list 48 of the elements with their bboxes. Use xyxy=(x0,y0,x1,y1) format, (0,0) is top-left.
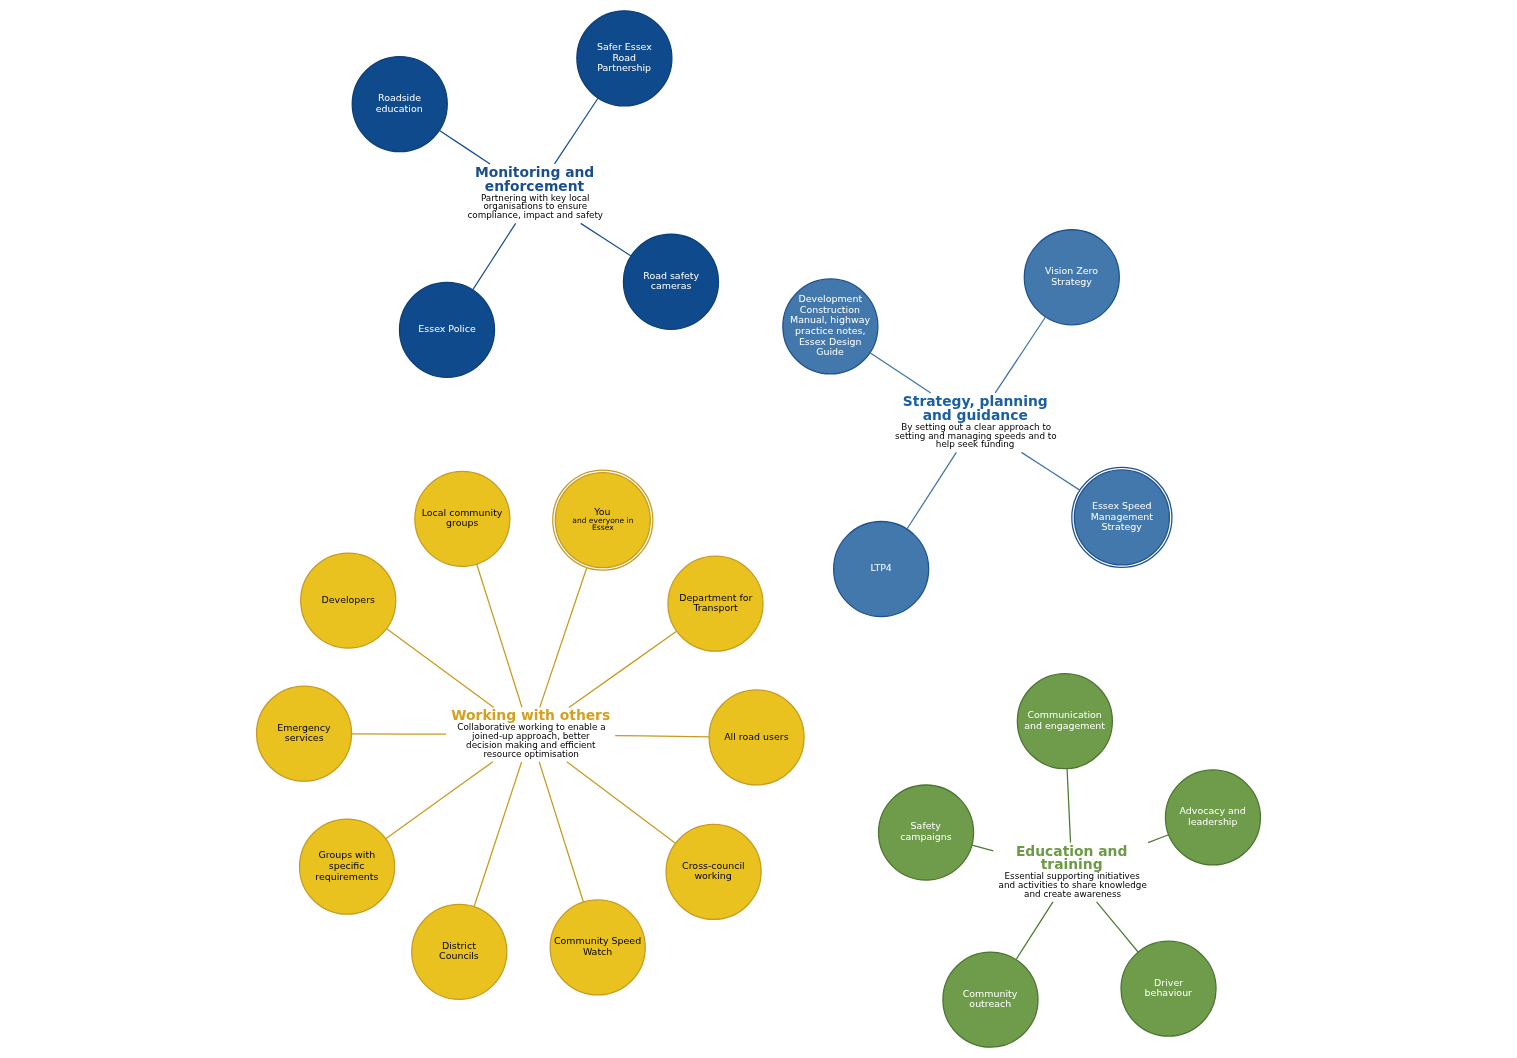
connector xyxy=(473,761,523,908)
node-text: Education and training Essential supporting initiatives and activities to share knowledge and create awareness xyxy=(998,842,1147,899)
connector xyxy=(1020,451,1081,491)
node-circle: Roadside education xyxy=(351,55,448,153)
node-circle: Local community groups xyxy=(414,470,511,567)
connector xyxy=(476,563,523,708)
connector xyxy=(1095,901,1139,953)
node-circle: Cross-council working xyxy=(665,823,762,920)
connector xyxy=(614,735,710,738)
node-circle: Safety campaigns xyxy=(877,784,975,881)
node-circle: Groups with specific requirements xyxy=(298,818,396,915)
connector xyxy=(1066,768,1072,844)
node-text: Strategy, planning and guidance By setting out a clear approach to setting and managing speeds and to help seek funding xyxy=(894,393,1057,450)
node-circle: Essex Police xyxy=(398,281,496,378)
connector xyxy=(568,630,678,709)
connector xyxy=(1147,834,1170,844)
node-circle: Development Construction Manual, highway practice notes, Essex Design Guide xyxy=(782,278,879,375)
connector xyxy=(472,222,517,291)
node-circle: Advocacy and leadership xyxy=(1164,769,1262,866)
node-circle: Vision Zero Strategy xyxy=(1023,229,1120,326)
connector xyxy=(553,97,599,165)
node-text: Monitoring and enforcement Partnering with key local organisations to ensure compliance, impact and safety xyxy=(467,164,604,221)
node-circle: District Councils xyxy=(411,903,508,1000)
connector xyxy=(1015,901,1054,961)
node-text: Working with others Collaborative working to enable a joined-up approach, better decision making and efficient resource optimisation xyxy=(451,707,611,759)
node-circle: Developers xyxy=(300,552,397,649)
connector xyxy=(438,129,491,165)
node-circle: Community Speed Watch xyxy=(549,899,646,996)
node-circle: Department for Transport xyxy=(667,555,764,652)
node-circle: Communication and engagement xyxy=(1016,673,1114,770)
connector xyxy=(386,628,495,709)
connector xyxy=(538,761,584,903)
connector xyxy=(351,733,447,735)
node-circle: Driver behaviour xyxy=(1120,940,1217,1037)
node-circle: Safer Essex Road Partnership xyxy=(576,10,673,107)
connector xyxy=(906,451,957,530)
connector xyxy=(539,567,588,708)
node-circle: Road safety cameras xyxy=(622,233,720,330)
connector xyxy=(994,316,1047,394)
connector xyxy=(869,352,932,394)
connector xyxy=(971,844,994,852)
node-circle: Community outreach xyxy=(942,951,1039,1048)
connector xyxy=(385,761,494,840)
node-circle: All road users xyxy=(708,689,805,786)
node-circle: Emergency services xyxy=(255,685,353,782)
connector xyxy=(580,222,632,257)
connector xyxy=(566,761,677,844)
node-circle: LTP4 xyxy=(833,520,930,618)
